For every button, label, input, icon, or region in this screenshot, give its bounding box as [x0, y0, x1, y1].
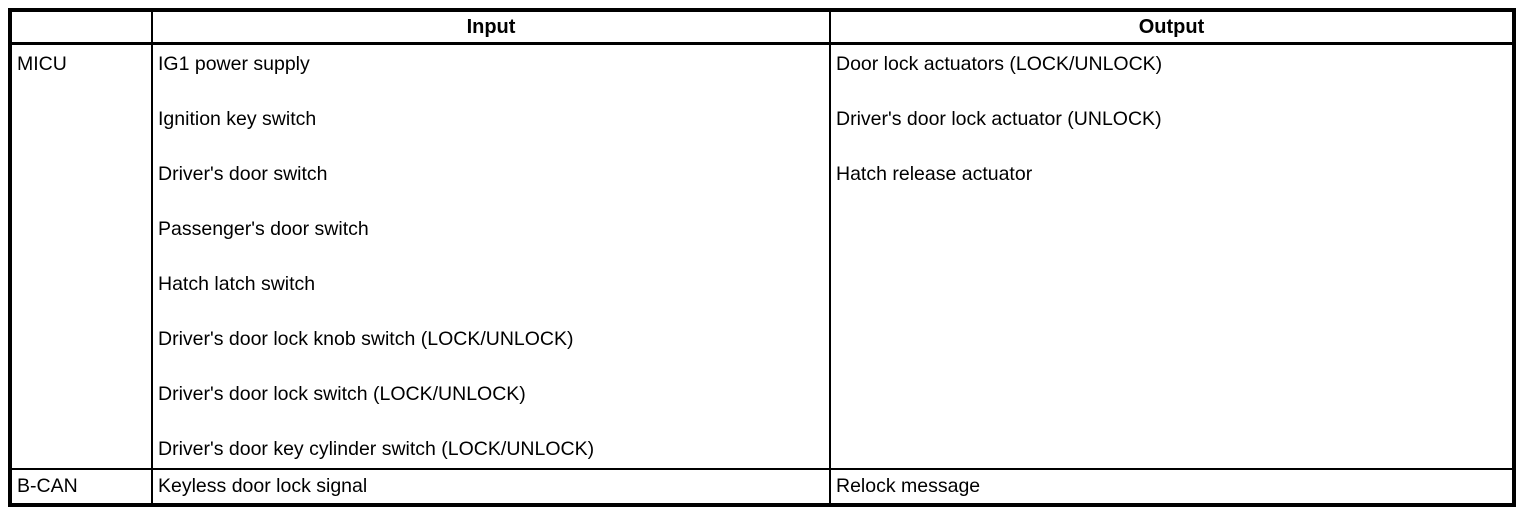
cell-line: Door lock actuators (LOCK/UNLOCK) — [836, 53, 1163, 75]
header-output-cell: Output — [829, 9, 1515, 45]
cell-line: Keyless door lock signal — [158, 475, 368, 497]
output-cell-content: Relock message — [831, 470, 1512, 503]
header-source-cell — [9, 9, 153, 45]
table-row: B-CAN Keyless door lock signal Relock mess… — [9, 468, 1515, 506]
cell-line: Driver's door lock actuator (UNLOCK) — [836, 108, 1162, 130]
source-cell-content: B-CAN — [12, 470, 151, 503]
cell-line: B-CAN — [17, 475, 78, 497]
output-cell-content: Door lock actuators (LOCK/UNLOCK) Driver'… — [831, 45, 1512, 193]
source-cell-content: MICU — [12, 45, 151, 83]
output-cell: Door lock actuators (LOCK/UNLOCK) Driver'… — [829, 42, 1515, 470]
cell-line: Driver's door lock switch (LOCK/UNLOCK) — [158, 383, 526, 405]
cell-line: MICU — [17, 53, 67, 75]
input-cell: Keyless door lock signal — [151, 468, 831, 506]
cell-line: Driver's door switch — [158, 163, 328, 185]
cell-line: Driver's door key cylinder switch (LOCK/… — [158, 438, 595, 460]
cell-line: Hatch release actuator — [836, 163, 1033, 185]
cell-line: Relock message — [836, 475, 981, 497]
cell-line: Driver's door lock knob switch (LOCK/UNL… — [158, 328, 574, 350]
source-cell: MICU — [9, 42, 153, 470]
cell-line: Ignition key switch — [158, 108, 317, 130]
header-input-cell: Input — [151, 9, 831, 45]
cell-line: Passenger's door switch — [158, 218, 369, 240]
input-cell-content: Keyless door lock signal — [153, 470, 829, 503]
source-cell: B-CAN — [9, 468, 153, 506]
cell-line: Hatch latch switch — [158, 273, 316, 295]
header-row: Input Output — [9, 9, 1515, 45]
cell-line: IG1 power supply — [158, 53, 310, 75]
output-cell: Relock message — [829, 468, 1515, 506]
